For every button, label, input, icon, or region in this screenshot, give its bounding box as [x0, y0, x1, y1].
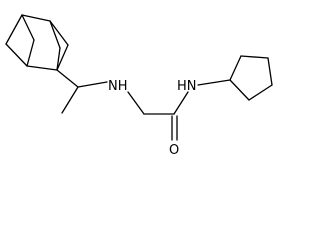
structure-canvas: NH O HN — [5, 14, 273, 158]
cyclopentane-ring — [229, 55, 273, 101]
ring-bond — [26, 65, 58, 71]
nh-to-cyclopentyl-bond — [197, 79, 231, 86]
carbonyl-to-nh-bond — [173, 91, 189, 115]
ring-bond — [229, 55, 242, 81]
amide-nh-label: HN — [177, 79, 197, 94]
molecule-drawing: NH O HN — [5, 14, 273, 158]
ring-to-ch-bond — [56, 69, 79, 88]
ring-bond — [56, 44, 69, 71]
ring-bridge-bond — [21, 14, 35, 41]
ring-bond — [240, 55, 269, 59]
nh-to-ch2-bond — [127, 91, 145, 115]
carbonyl-o-label: O — [169, 143, 179, 158]
ring-bond — [5, 43, 28, 67]
bicyclic-ring — [5, 14, 69, 71]
ch-to-nh-bond — [77, 81, 108, 88]
ring-bond — [267, 57, 273, 86]
ring-bridge-bond — [49, 20, 61, 49]
ring-bond — [229, 79, 250, 101]
ring-bridge-bond — [26, 39, 35, 67]
ring-bond — [5, 14, 23, 45]
ring-bridge-bond — [56, 47, 61, 71]
ring-bond — [49, 20, 69, 46]
ring-bond — [248, 84, 273, 101]
methyl-bond — [61, 86, 79, 114]
ring-bond — [21, 14, 51, 22]
amine-nh-label: NH — [108, 79, 128, 94]
